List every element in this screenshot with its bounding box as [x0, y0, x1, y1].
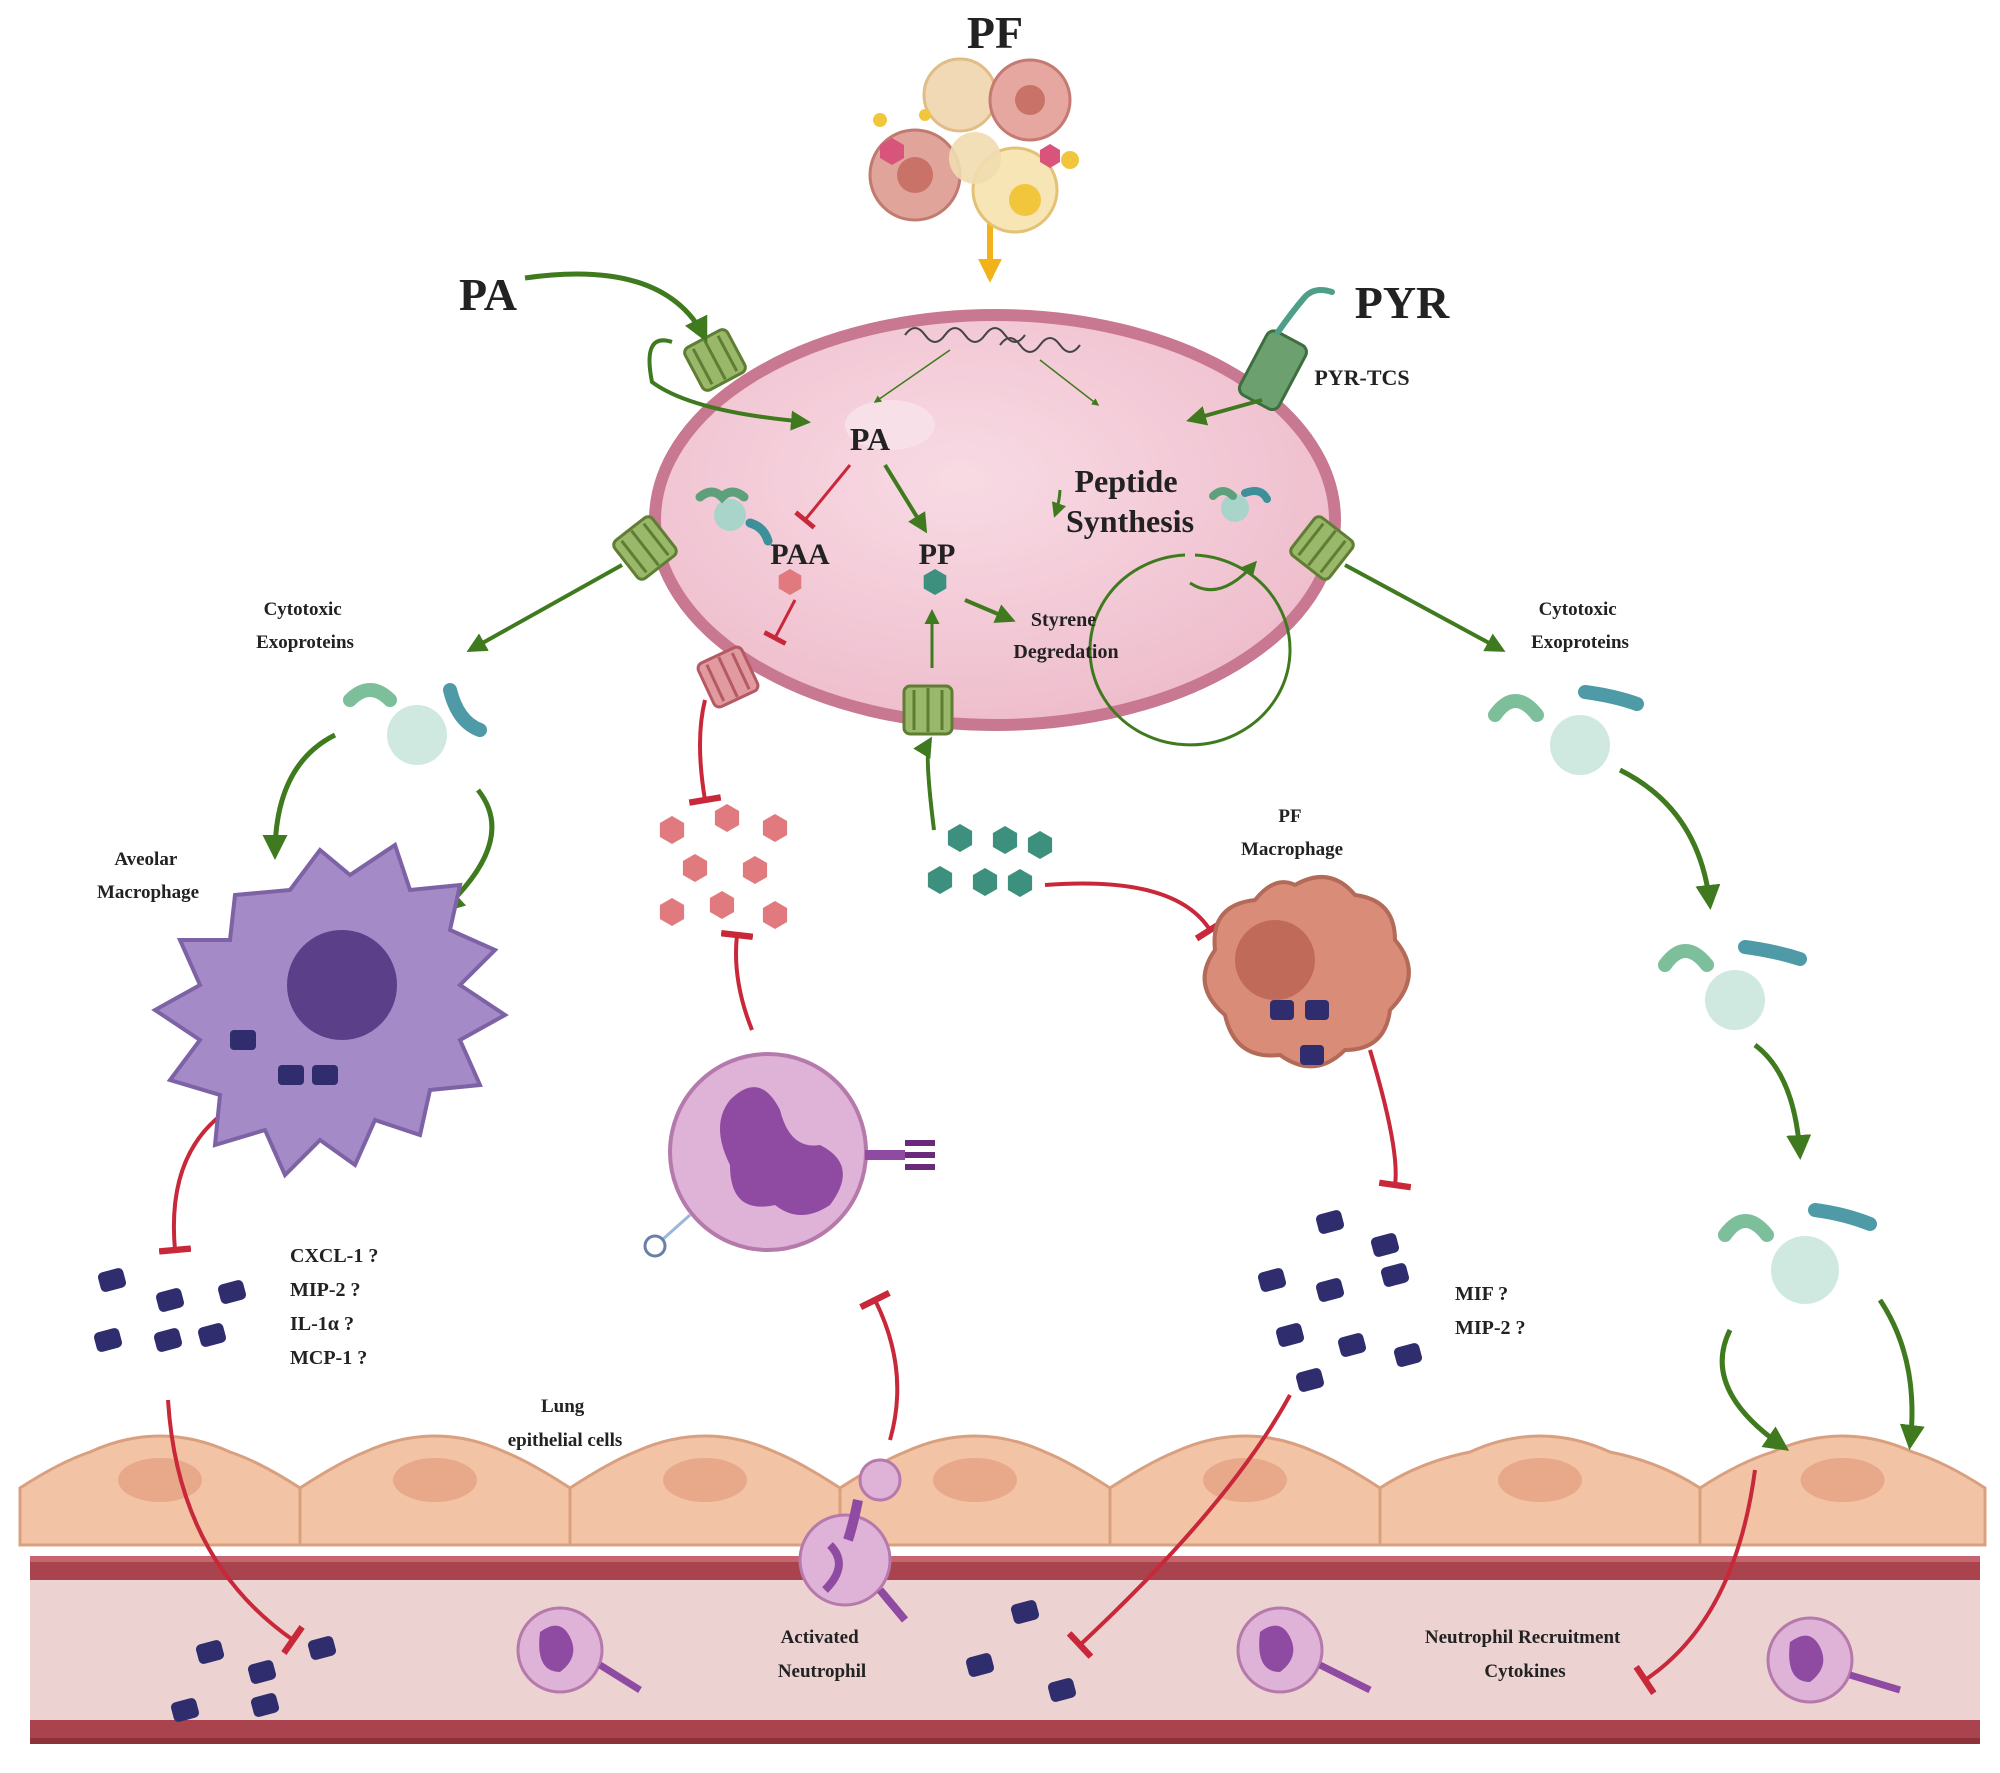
paa-label: PAA: [770, 538, 830, 571]
pa-inner-label: PA: [850, 421, 890, 457]
transporter-exoprotein-left: [612, 515, 678, 581]
cytokine-molecule: [1315, 1278, 1345, 1302]
vessel-neutrophil: [516, 1606, 642, 1694]
inhibition-lines: [158, 699, 1757, 1696]
peptide-synthesis-cycle: [1051, 489, 1292, 747]
cytotoxic-exoproteins-right-label: Cytotoxic Exoproteins: [1531, 599, 1629, 653]
peptide-synthesis-label: Peptide Synthesis: [1066, 463, 1194, 539]
alveolar-macrophage: [151, 841, 509, 1179]
cytokine-molecule: [1047, 1678, 1077, 1702]
epithelial-nucleus: [393, 1458, 477, 1502]
cytokines-vessel-left: [170, 1636, 337, 1722]
blood-vessel: [30, 1556, 1980, 1744]
pp-hexagon: [972, 868, 998, 896]
cytokine-molecule: [93, 1328, 123, 1352]
cytokine-molecule: [197, 1323, 227, 1347]
paa-hexagon: [762, 814, 788, 842]
epithelial-nucleus: [118, 1458, 202, 1502]
epithelial-nucleus: [933, 1458, 1017, 1502]
paa-hexagon: [709, 891, 735, 919]
pf-label: PF: [967, 7, 1023, 58]
pp-molecules: [923, 569, 1053, 897]
cytokines-left-group: [93, 1268, 247, 1352]
alveolar-macrophage-label: Aveolar Macrophage: [97, 849, 199, 903]
activated-neutrophil: [798, 1458, 909, 1623]
intracellular-arrows: [647, 338, 1263, 668]
paa-hexagon: [762, 901, 788, 929]
cytotoxic-exoproteins-left-label: Cytotoxic Exoproteins: [256, 599, 354, 653]
epithelial-nucleus: [1800, 1458, 1885, 1502]
cytokine-molecule: [1337, 1333, 1367, 1357]
pyr-tcs-receptor: [1237, 287, 1335, 412]
pf-cell-cluster: [868, 57, 1079, 234]
paa-hexagon: [659, 816, 685, 844]
lung-epithelial-label: Lung epithelial cells: [508, 1396, 623, 1451]
cytokine-molecule: [217, 1280, 247, 1304]
cytokine-molecule: [1275, 1323, 1305, 1347]
pa-outer-label: PA: [459, 269, 517, 320]
pp-hexagon: [927, 866, 953, 894]
epithelial-nucleus: [663, 1458, 747, 1502]
transporter-paa-out: [696, 645, 760, 709]
paa-hexagon: [659, 898, 685, 926]
cytokine-molecule: [307, 1636, 337, 1660]
activated-neutrophil-label: Activated Neutrophil: [778, 1627, 866, 1682]
neutrophil: [643, 1052, 935, 1258]
cytokine-molecule: [1380, 1263, 1410, 1287]
vessel-neutrophil: [1236, 1606, 1372, 1694]
paa-hexagon: [682, 854, 708, 882]
cytokine-molecule: [195, 1640, 225, 1664]
epithelial-nucleus: [1498, 1458, 1582, 1502]
lung-epithelium: [18, 1434, 1987, 1547]
exoprotein-clusters: [343, 487, 1877, 1304]
pp-hexagon: [1027, 831, 1053, 859]
cytokines-vessel-mid: [965, 1600, 1077, 1702]
pf-macrophage: [1202, 875, 1411, 1069]
paa-hexagon: [742, 856, 768, 884]
cytokine-molecule: [1257, 1268, 1287, 1292]
cytokine-molecule: [965, 1653, 995, 1677]
styrene-degradation-label: Styrene Degredation: [1013, 609, 1118, 663]
recruitment-cytokines-label: Neutrophil Recruitment Cytokines: [1425, 1627, 1625, 1682]
pp-hexagon: [923, 569, 947, 595]
pp-hexagon: [1007, 869, 1033, 897]
cytokines-right-label: MIF ? MIP-2 ?: [1455, 1283, 1526, 1339]
cytokine-molecule: [1370, 1233, 1400, 1257]
vessel-neutrophil: [1766, 1616, 1902, 1704]
cytokine-molecule: [247, 1660, 277, 1684]
paa-molecules: [659, 569, 802, 929]
pp-label: PP: [919, 538, 956, 571]
transporter-exoprotein-right: [1289, 515, 1355, 581]
pp-hexagon: [947, 824, 973, 852]
cytokine-molecule: [250, 1693, 280, 1717]
pf-macrophage-label: PF Macrophage: [1241, 806, 1343, 860]
pyr-outer-label: PYR: [1355, 277, 1450, 328]
cytokine-molecule: [1315, 1210, 1345, 1234]
bacterial-cell: [649, 309, 1341, 731]
outer-arrows: [262, 200, 1925, 1451]
cytokine-molecule: [153, 1328, 183, 1352]
cytokine-molecule: [155, 1288, 185, 1312]
cytokine-molecule: [97, 1268, 127, 1292]
cytokines-left-label: CXCL-1 ? MIP-2 ? IL-1α ? MCP-1 ?: [290, 1245, 383, 1369]
cytokine-molecule: [170, 1698, 200, 1722]
paa-hexagon: [714, 804, 740, 832]
cytokines-right-group: [1257, 1210, 1423, 1392]
cytokine-molecule: [1393, 1343, 1423, 1367]
paa-hexagon: [778, 569, 802, 595]
cytokine-molecule: [1295, 1368, 1325, 1392]
pp-hexagon: [992, 826, 1018, 854]
cytokine-molecule: [1010, 1600, 1040, 1624]
transporter-pp-in: [902, 684, 954, 736]
pyr-tcs-label: PYR-TCS: [1314, 365, 1409, 390]
